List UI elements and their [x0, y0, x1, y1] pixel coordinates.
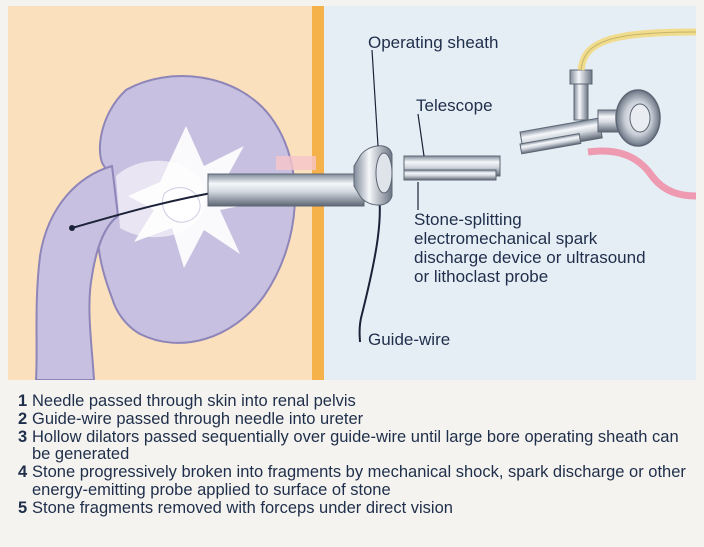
- step-text: Hollow dilators passed sequentially over…: [32, 429, 698, 465]
- label-operating-sheath: Operating sheath: [368, 33, 498, 52]
- step-text: Stone progressively broken into fragment…: [32, 464, 698, 500]
- step-item: 4 Stone progressively broken into fragme…: [18, 464, 698, 500]
- stone: [163, 188, 200, 223]
- step-number: 4: [18, 464, 32, 500]
- step-number: 3: [18, 429, 32, 465]
- connector-cap: [570, 70, 592, 84]
- procedure-steps: 1 Needle passed through skin into renal …: [18, 393, 698, 518]
- skin-tract: [276, 156, 316, 170]
- step-item: 5 Stone fragments removed with forceps u…: [18, 500, 698, 518]
- probe-left: [404, 170, 496, 180]
- label-guide-wire: Guide-wire: [368, 330, 450, 349]
- step-item: 3 Hollow dilators passed sequentially ov…: [18, 429, 698, 465]
- sheath-mouth: [376, 153, 392, 193]
- step-text: Guide-wire passed through needle into ur…: [32, 411, 698, 429]
- step-text: Stone fragments removed with forceps und…: [32, 500, 698, 518]
- wire-tip: [69, 225, 75, 231]
- diagram-svg: [8, 6, 696, 380]
- label-stone-splitting: Stone-splitting electromechanical spark …: [414, 210, 646, 286]
- pcnl-diagram: Operating sheath Telescope Stone-splitti…: [8, 6, 696, 380]
- operating-sheath: [208, 174, 364, 206]
- step-text: Needle passed through skin into renal pe…: [32, 393, 698, 411]
- label-telescope: Telescope: [416, 96, 493, 115]
- step-number: 5: [18, 500, 32, 518]
- step-number: 2: [18, 411, 32, 429]
- eyepiece-lens: [630, 104, 650, 132]
- connector-post: [574, 80, 588, 120]
- step-number: 1: [18, 393, 32, 411]
- step-item: 2 Guide-wire passed through needle into …: [18, 411, 698, 429]
- step-item: 1 Needle passed through skin into renal …: [18, 393, 698, 411]
